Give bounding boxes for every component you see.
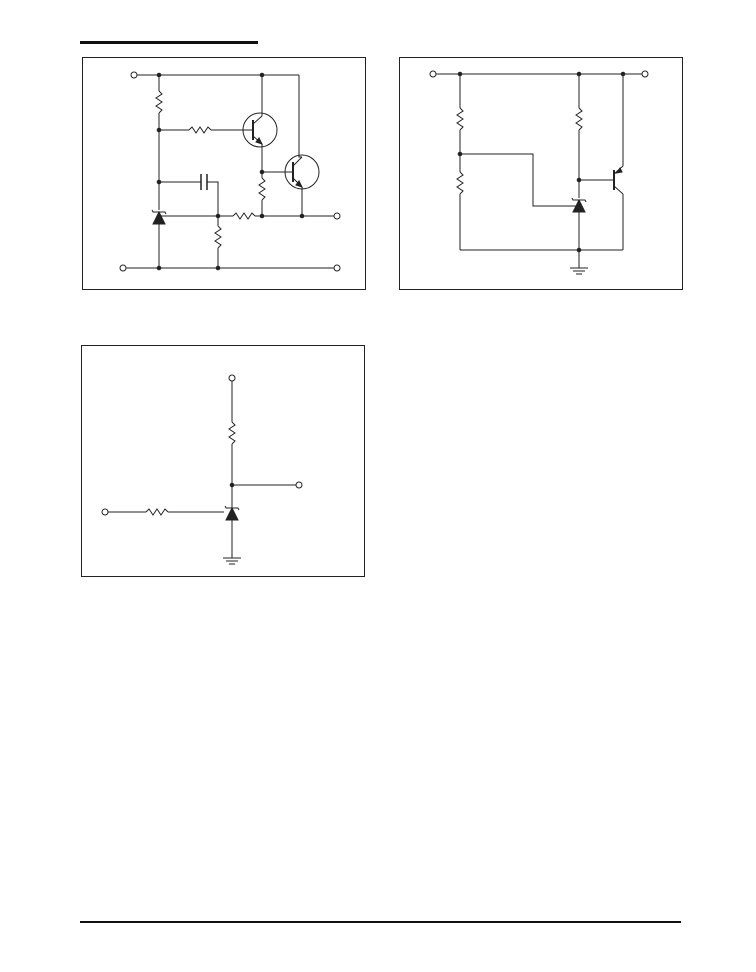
output-terminal [642,71,648,77]
schematic-panel-c [81,345,365,577]
ground-symbol [570,268,588,274]
schematic-a-drawing [83,58,367,291]
output-terminal-bottom [334,265,340,271]
ground-symbol [223,558,241,564]
resistor-r2 [457,172,463,194]
input-terminal-top [131,72,137,78]
input-terminal [102,509,108,515]
transistor-q1 [243,113,277,147]
resistor-r2 [189,127,211,133]
zener-diode-d1 [225,506,239,520]
schematic-panel-a [82,57,366,290]
resistor-r2 [146,509,168,515]
supply-terminal [229,375,235,381]
resistor-r1 [457,108,463,130]
capacitor-c1 [201,174,207,190]
input-terminal-bottom [120,265,126,271]
output-terminal [334,213,340,219]
resistor-r4 [233,213,255,219]
transistor-q1 [614,166,623,194]
output-terminal [296,482,302,488]
zener-diode-d1 [571,198,586,212]
resistor-r5 [215,226,221,248]
resistor-r1 [156,91,162,113]
resistor-r3 [259,178,265,200]
header-rule [80,41,258,44]
resistor-r1 [229,422,235,444]
schematic-b-drawing [400,58,684,291]
schematic-panel-b [399,57,683,290]
input-terminal [430,71,436,77]
schematic-c-drawing [82,346,366,578]
footer-rule [80,921,681,923]
resistor-r3 [576,108,582,130]
